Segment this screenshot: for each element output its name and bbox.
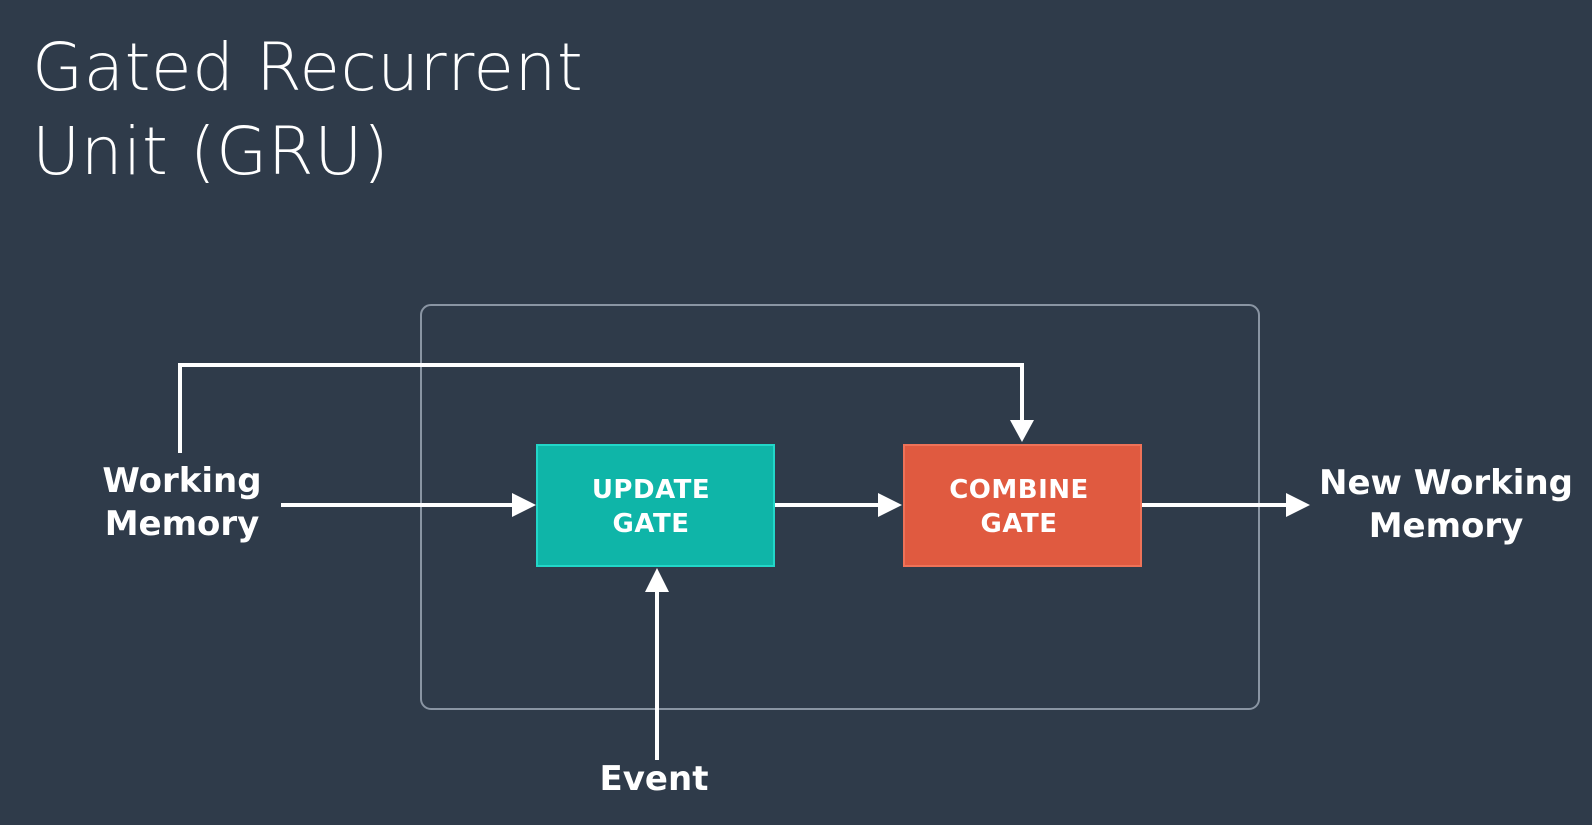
title-line-2: Unit (GRU) — [32, 113, 390, 190]
memory-to-update-arrowhead — [512, 493, 536, 517]
event-label: Event — [600, 759, 709, 799]
skip-connection-line — [178, 363, 1024, 453]
title-line-1: Gated Recurrent — [32, 29, 584, 106]
update-gate-label-line-2: GATE — [613, 509, 690, 539]
new-working-memory-label: New Working Memory — [1319, 463, 1573, 546]
update-gate-label-line-1: UPDATE — [592, 475, 710, 505]
new-working-memory-label-line-2: Memory — [1369, 506, 1524, 546]
combine-gate-box — [903, 444, 1142, 567]
skip-connection-arrowhead — [1010, 420, 1034, 442]
update-to-combine-arrowhead — [878, 493, 902, 517]
new-working-memory-label-line-1: New Working — [1319, 463, 1573, 503]
working-memory-label-line-2: Memory — [105, 504, 260, 544]
update-gate-box — [536, 444, 775, 567]
working-memory-label-line-1: Working — [102, 461, 261, 501]
event-to-update-arrowhead — [645, 568, 669, 592]
working-memory-label: Working Memory — [102, 461, 261, 544]
slide-title: Gated Recurrent Unit (GRU) — [32, 26, 583, 194]
combine-gate: COMBINE GATE — [903, 444, 1142, 567]
combine-gate-label-line-2: GATE — [981, 509, 1058, 539]
combine-to-output-arrowhead — [1286, 493, 1310, 517]
update-gate: UPDATE GATE — [536, 444, 775, 567]
combine-gate-label-line-1: COMBINE — [949, 475, 1089, 505]
